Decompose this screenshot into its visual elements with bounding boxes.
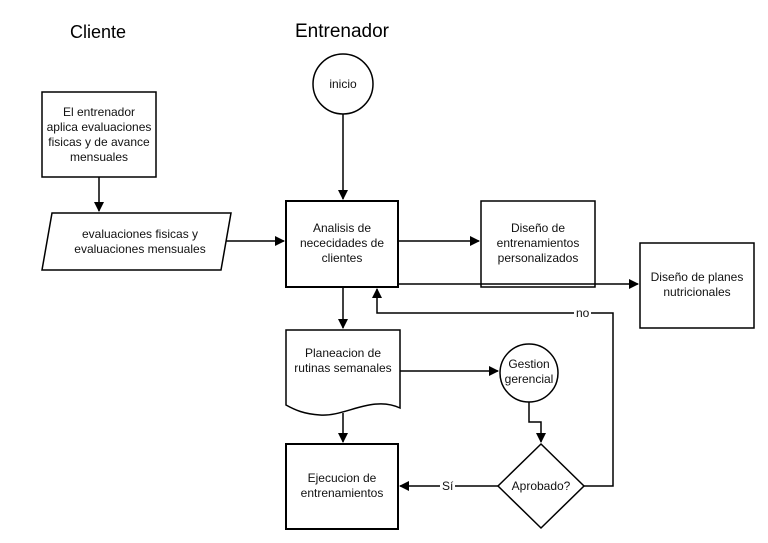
ejecucion-box [285,443,399,530]
gestion-label: Gestion gerencial [504,357,554,386]
edge-label-si: Sí [440,479,456,493]
diseno-entrenamientos-box [480,200,596,288]
edge-aprobado-no-analisis [372,288,614,487]
diseno-entrenamientos-label: Diseño de entrenamientos personalizados [496,220,580,265]
planeacion-document-shape [285,329,401,416]
evaluaciones-data-shape [41,212,232,271]
inicio-label: inicio [329,76,357,91]
evaluaciones-data-label: evaluaciones fisicas y evaluaciones mens… [74,226,206,256]
aprobado-decision-shape [496,442,586,530]
analisis-label: Analisis de nececidades de clientes [299,220,385,265]
planeacion-label: Planeacion de rutinas semanales [294,346,392,375]
lane-title-entrenador: Entrenador [295,21,390,42]
lane-title-cliente: Cliente [70,22,127,42]
evaluaciones-aplica-box [41,91,157,178]
diseno-planes-label: Diseño de planes nutricionales [650,270,744,299]
analisis-box [285,200,399,288]
edge-gestion-aprobado [528,402,546,443]
evaluaciones-aplica-label: El entrenador aplica evaluaciones fisica… [46,104,152,164]
aprobado-label: Aprobado? [511,478,571,493]
edge-label-no: no [574,306,592,320]
diseno-planes-box [639,242,755,329]
ejecucion-label: Ejecucion de entrenamientos [300,471,384,500]
